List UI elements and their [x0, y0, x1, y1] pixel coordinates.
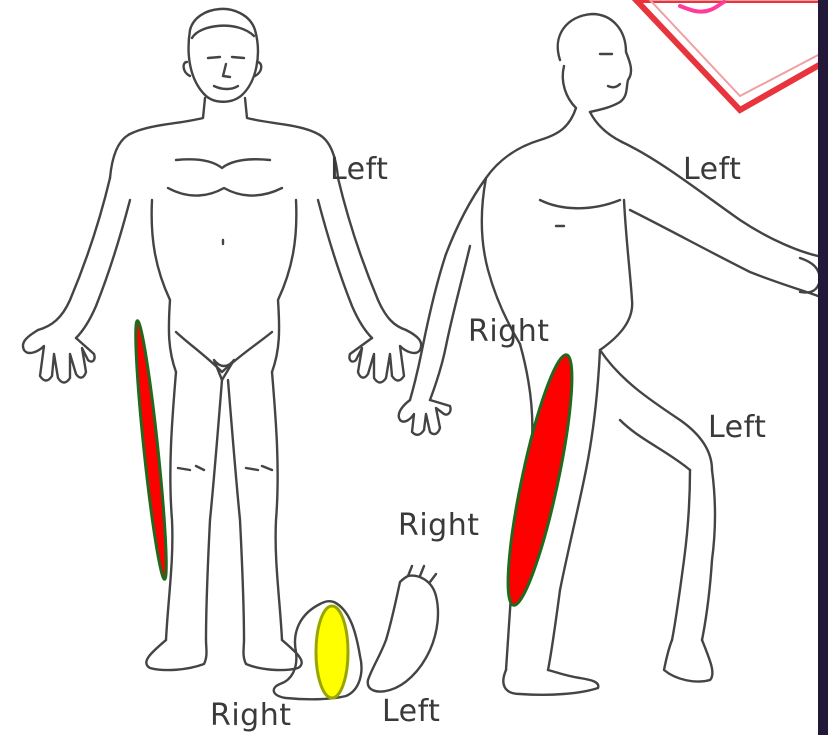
front-leg-red-marker	[130, 320, 171, 580]
stamp-icon	[636, 0, 828, 110]
side-left-arm-label: Left	[683, 152, 741, 187]
feet-icon	[274, 566, 438, 699]
side-right-lower-label: Right	[398, 508, 480, 543]
side-leg-red-marker	[496, 351, 584, 609]
ankle-yellow-marker	[316, 606, 348, 698]
right-edge-band	[818, 0, 828, 735]
human-body-front-icon	[23, 9, 421, 670]
side-left-leg-label: Left	[708, 410, 766, 445]
human-body-side-icon	[399, 14, 820, 695]
feet-right-label: Right	[210, 698, 292, 733]
front-left-label: Left	[330, 152, 388, 187]
feet-left-label: Left	[382, 694, 440, 729]
side-right-upper-label: Right	[468, 314, 550, 349]
